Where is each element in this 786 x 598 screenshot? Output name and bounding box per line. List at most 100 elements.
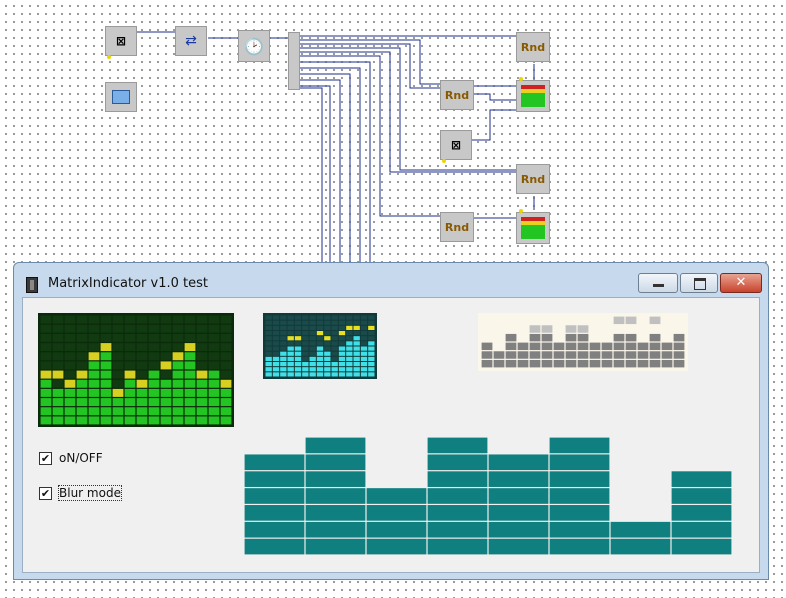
matrix-cell bbox=[309, 341, 316, 346]
matrix-cell bbox=[208, 315, 220, 324]
matrix-cell bbox=[112, 398, 124, 407]
on-off-checkbox[interactable]: ✔ bbox=[39, 451, 52, 465]
matrix-cell bbox=[52, 315, 64, 324]
matrix-cell bbox=[338, 341, 346, 346]
matrix-cell bbox=[112, 361, 124, 370]
rnd-node-3[interactable]: Rnd bbox=[516, 164, 550, 194]
matrix-cell bbox=[601, 342, 613, 351]
matrix-cell bbox=[577, 351, 589, 359]
matrix-cell bbox=[625, 342, 637, 351]
matrix-cell bbox=[549, 454, 610, 471]
matrix-cell bbox=[541, 325, 553, 333]
blur-mode-checkbox[interactable]: ✔ bbox=[39, 486, 52, 500]
matrix-cell bbox=[346, 346, 353, 351]
matrix-cell bbox=[280, 341, 287, 346]
matrix-cell bbox=[309, 362, 316, 367]
matrix-cell bbox=[324, 315, 331, 320]
matrix-node-1[interactable] bbox=[516, 80, 550, 112]
matrix-cell bbox=[136, 407, 148, 416]
matrix-cell bbox=[112, 333, 124, 342]
matrix-cell bbox=[148, 407, 160, 416]
matrix-cell bbox=[220, 343, 232, 352]
matrix-cell bbox=[52, 416, 64, 425]
matrix-cell bbox=[577, 325, 589, 333]
matrix-cell bbox=[184, 343, 196, 352]
matrix-cell bbox=[577, 333, 589, 342]
form-node[interactable] bbox=[105, 82, 137, 112]
splitter-node[interactable] bbox=[288, 32, 300, 90]
matrix-cell bbox=[280, 351, 287, 356]
matrix-cell bbox=[324, 351, 331, 356]
matrix-cell bbox=[316, 367, 324, 372]
matrix-cell bbox=[76, 343, 88, 352]
matrix-cell bbox=[316, 362, 324, 367]
matrix-cell bbox=[265, 351, 272, 356]
matrix-cell bbox=[360, 315, 368, 320]
matrix-cell bbox=[338, 320, 346, 325]
matrix-cell bbox=[366, 505, 427, 521]
matrix-cell bbox=[331, 351, 338, 356]
rnd-node-2[interactable]: Rnd bbox=[440, 80, 474, 110]
matrix-node-2[interactable] bbox=[516, 212, 550, 244]
maximize-button[interactable] bbox=[680, 273, 718, 293]
matrix-cell bbox=[324, 356, 331, 361]
matrix-cell bbox=[196, 343, 208, 352]
matrix-cell bbox=[309, 351, 316, 356]
matrix-cell bbox=[40, 343, 52, 352]
matrix-cell bbox=[549, 505, 610, 521]
matrix-cell bbox=[148, 324, 160, 333]
matrix-cell bbox=[208, 324, 220, 333]
matrix-cell bbox=[331, 331, 338, 336]
matrix-cell bbox=[172, 416, 184, 425]
title-bar[interactable]: MatrixIndicator v1.0 test ✕ bbox=[14, 263, 768, 297]
matrix-cell bbox=[136, 361, 148, 370]
matrix-cell bbox=[287, 331, 294, 336]
toggle-node-2[interactable]: ⊠ bbox=[440, 130, 472, 160]
blur-mode-checkbox-row[interactable]: ✔ Blur mode bbox=[39, 485, 122, 501]
matrix-cell bbox=[353, 362, 360, 367]
matrix-cell bbox=[148, 333, 160, 342]
matrix-cell bbox=[172, 352, 184, 361]
matrix-cell bbox=[76, 315, 88, 324]
matrix-cell bbox=[529, 342, 541, 351]
matrix-cell bbox=[160, 324, 172, 333]
matrix-cell bbox=[136, 324, 148, 333]
matrix-cell bbox=[427, 471, 488, 487]
matrix-cell bbox=[208, 379, 220, 388]
on-off-checkbox-row[interactable]: ✔ oN/OFF bbox=[39, 451, 103, 465]
matrix-cell bbox=[302, 356, 309, 361]
matrix-cell bbox=[541, 351, 553, 359]
close-button[interactable]: ✕ bbox=[720, 273, 762, 293]
matrix-cell bbox=[148, 361, 160, 370]
matrix-cell bbox=[360, 346, 368, 351]
matrix-cell bbox=[671, 488, 732, 504]
rnd-node-4[interactable]: Rnd bbox=[440, 212, 474, 242]
matrix-cell bbox=[529, 333, 541, 342]
matrix-cell bbox=[184, 398, 196, 407]
rnd-label: Rnd bbox=[520, 40, 546, 54]
matrix-cell bbox=[360, 336, 368, 341]
matrix-cell bbox=[305, 471, 366, 487]
matrix-cell bbox=[172, 388, 184, 397]
timer-node[interactable]: 🕑 bbox=[238, 30, 270, 62]
matrix-cell bbox=[589, 342, 601, 351]
matrix-cell bbox=[541, 342, 553, 351]
matrix-cell bbox=[40, 361, 52, 370]
minimize-button[interactable] bbox=[638, 273, 678, 293]
matrix-cell bbox=[346, 362, 353, 367]
switch-node[interactable]: ⇄ bbox=[175, 26, 207, 56]
rnd-node-1[interactable]: Rnd bbox=[516, 32, 550, 62]
matrix-cell bbox=[160, 343, 172, 352]
matrix-cell bbox=[184, 416, 196, 425]
toggle-node[interactable]: ⊠ bbox=[105, 26, 137, 56]
matrix-cell bbox=[302, 351, 309, 356]
matrix-cell bbox=[673, 333, 685, 342]
app-icon bbox=[26, 277, 38, 293]
matrix-cell bbox=[280, 331, 287, 336]
matrix-cell bbox=[52, 352, 64, 361]
matrix-cell bbox=[196, 370, 208, 379]
matrix-cell bbox=[40, 352, 52, 361]
matrix-cell bbox=[324, 367, 331, 372]
matrix-cell bbox=[100, 343, 112, 352]
